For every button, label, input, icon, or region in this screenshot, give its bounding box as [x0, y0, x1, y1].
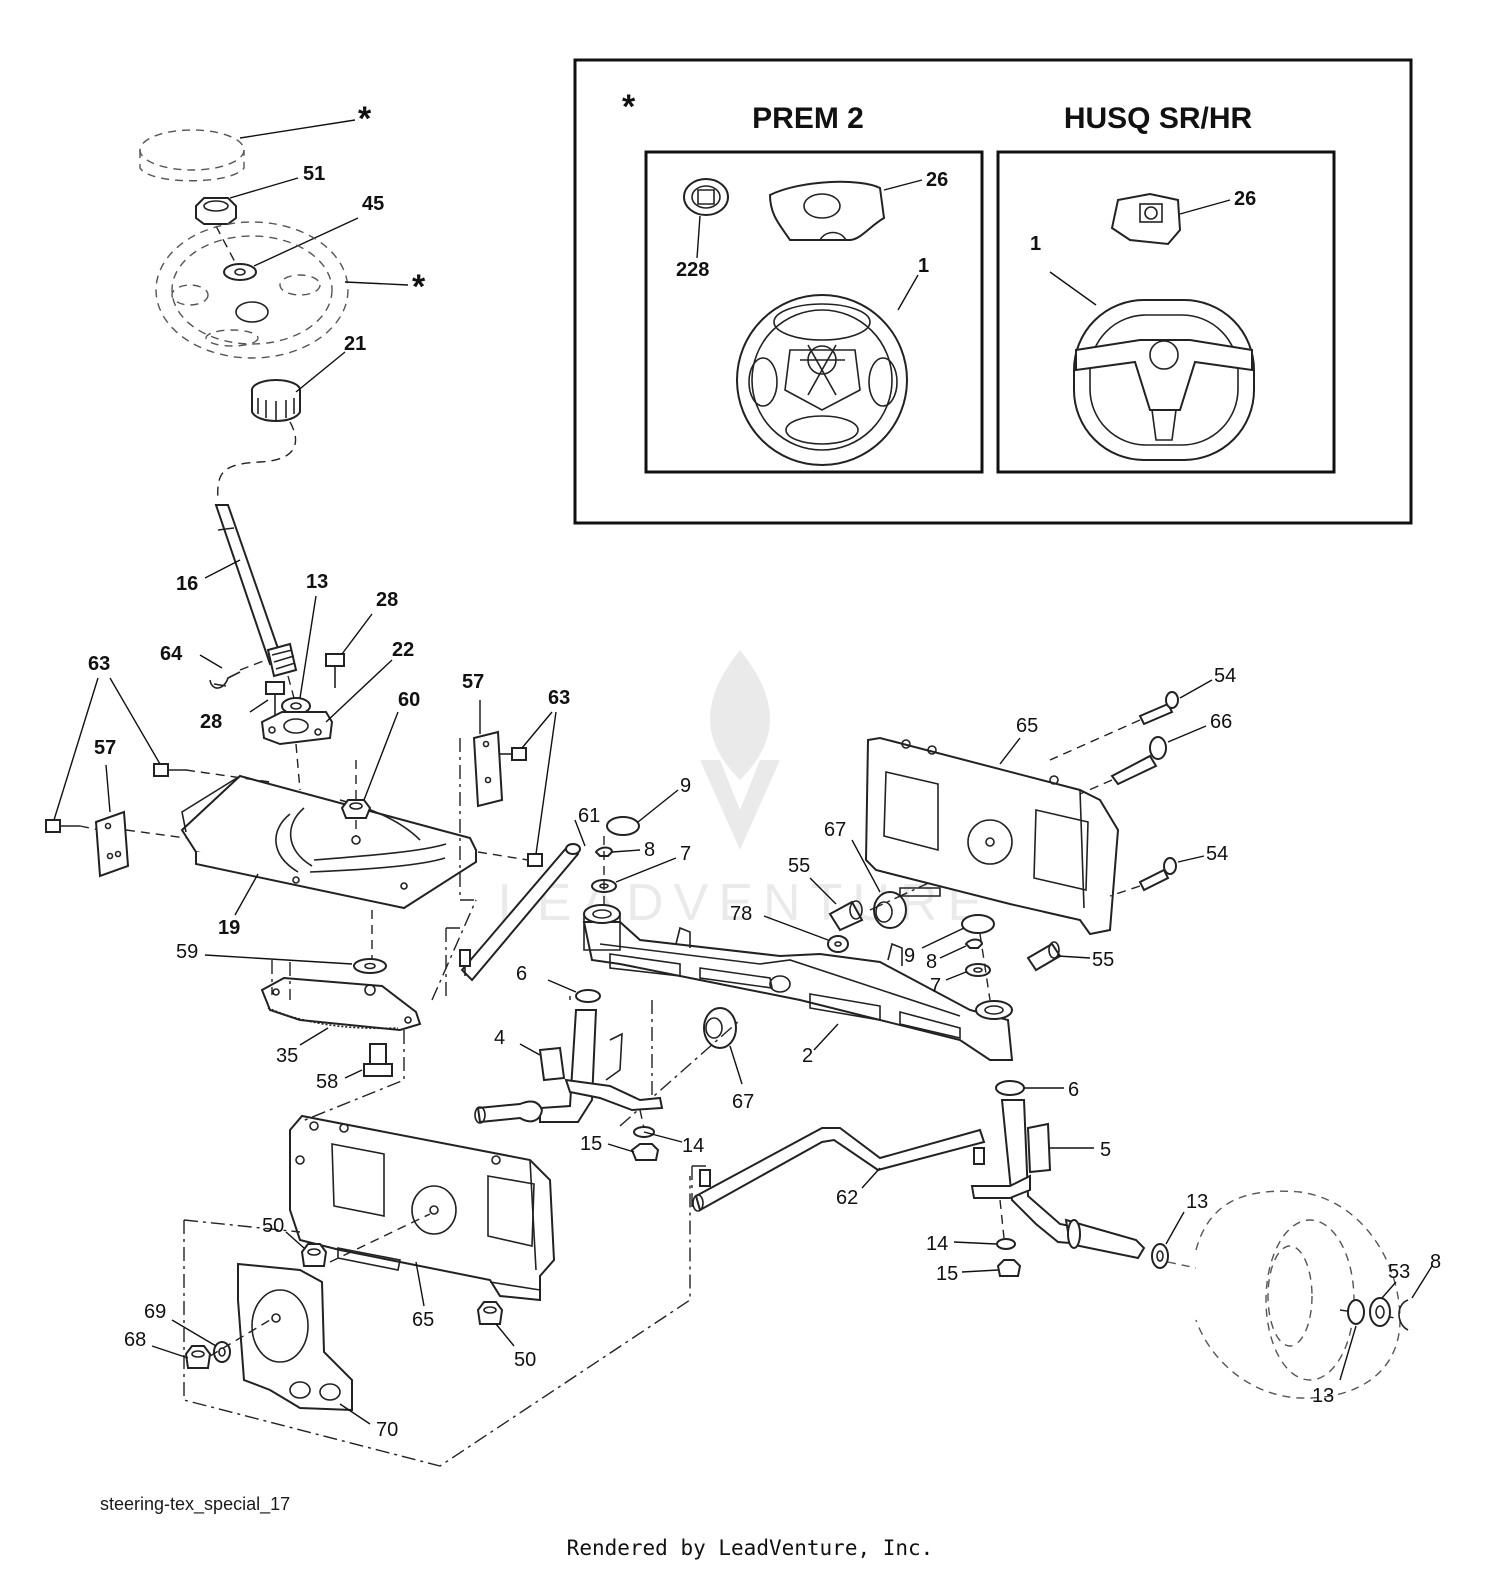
callout-51: 51	[303, 163, 325, 185]
callout-57a: 57	[462, 671, 484, 693]
inset-callout-26b: 26	[1234, 188, 1256, 210]
steering-wheel-prem2	[736, 294, 908, 466]
tie-rod-62	[691, 1127, 986, 1212]
callout-14b: 14	[926, 1233, 948, 1255]
callout-78: 78	[730, 903, 752, 925]
callout-16: 16	[176, 573, 198, 595]
callout-labels: * * 51 45 21 16 13 28 64 22 28 63 57 60 …	[88, 100, 1441, 1441]
callout-13b: 13	[1186, 1191, 1208, 1213]
front-axle-group	[582, 789, 1091, 1127]
callout-64: 64	[160, 643, 183, 665]
callout-8b: 8	[926, 951, 937, 973]
steering-wheel-inset: * PREM 2 HUSQ SR/HR 26 228	[573, 58, 1413, 525]
callout-19: 19	[218, 917, 240, 939]
callout-67b: 67	[732, 1091, 754, 1113]
callout-22: 22	[392, 639, 414, 661]
callout-7b: 7	[930, 975, 941, 997]
callout-35: 35	[276, 1045, 298, 1067]
inset-star: *	[622, 88, 636, 126]
callout-63b: 63	[548, 687, 570, 709]
callout-6b: 6	[1068, 1079, 1079, 1101]
rendered-by-footer: Rendered by LeadVenture, Inc.	[566, 1536, 934, 1560]
callout-50b: 50	[514, 1349, 536, 1371]
callout-15b: 15	[936, 1263, 958, 1285]
inset-callout-1a: 1	[918, 255, 929, 277]
inset-title-prem2: PREM 2	[752, 102, 864, 135]
callout-55b: 55	[1092, 949, 1114, 971]
callout-58: 58	[316, 1071, 338, 1093]
callout-9b: 9	[904, 945, 915, 967]
inset-title-husq: HUSQ SR/HR	[1064, 102, 1253, 135]
callout-63a: 63	[88, 653, 110, 675]
mount-plate-group	[45, 677, 557, 916]
front-wheel-group	[1167, 1190, 1433, 1399]
adjuster-plate-70	[151, 1262, 371, 1425]
callout-14a: 14	[682, 1135, 704, 1157]
steering-column-group	[139, 119, 409, 791]
callout-65b: 65	[412, 1309, 434, 1331]
callout-57b: 57	[94, 737, 116, 759]
callout-65a: 65	[1016, 715, 1038, 737]
callout-54b: 54	[1206, 843, 1228, 865]
steering-wheel-husq	[1073, 299, 1255, 461]
side-plate-left	[285, 1114, 556, 1347]
drag-link-61	[445, 819, 586, 1000]
callout-50a: 50	[262, 1215, 284, 1237]
callout-53: 53	[1388, 1261, 1410, 1283]
callout-54a: 54	[1214, 665, 1236, 687]
callout-21: 21	[344, 333, 366, 355]
callout-70: 70	[376, 1419, 398, 1441]
callout-59: 59	[176, 941, 198, 963]
callout-61: 61	[578, 805, 600, 827]
sector-gear-group	[204, 899, 477, 1079]
callout-15a: 15	[580, 1133, 602, 1155]
inset-callout-228: 228	[676, 259, 709, 281]
callout-60: 60	[398, 689, 420, 711]
callout-7a: 7	[680, 843, 691, 865]
callout-66: 66	[1210, 711, 1232, 733]
callout-8a: 8	[644, 839, 655, 861]
husqvarna-emblem-icon	[683, 178, 729, 216]
callout-28a: 28	[376, 589, 398, 611]
callout-62: 62	[836, 1187, 858, 1209]
hub-cover-prem2	[768, 180, 886, 241]
hub-cover-husq	[1110, 192, 1182, 246]
callout-28b: 28	[200, 711, 222, 733]
callout-9a: 9	[680, 775, 691, 797]
callout-67a: 67	[824, 819, 846, 841]
spindle-left-group	[474, 979, 683, 1161]
callout-13c: 13	[1312, 1385, 1334, 1407]
callout-68: 68	[124, 1329, 146, 1351]
callout-13a: 13	[306, 571, 328, 593]
spindle-right-group	[953, 1080, 1185, 1277]
side-plate-right	[864, 679, 1213, 936]
callout-6a: 6	[516, 963, 527, 985]
callout-8c: 8	[1430, 1251, 1441, 1273]
callout-2: 2	[802, 1045, 813, 1067]
callout-star-wheel: *	[412, 268, 426, 306]
diagram-id-label: steering-tex_special_17	[100, 1494, 291, 1514]
inset-callout-26a: 26	[926, 169, 948, 191]
callout-55a: 55	[788, 855, 810, 877]
callout-5: 5	[1100, 1139, 1111, 1161]
callout-69: 69	[144, 1301, 166, 1323]
callout-4: 4	[494, 1027, 505, 1049]
frame-outline	[183, 1030, 691, 1467]
inset-callout-1b: 1	[1030, 233, 1041, 255]
callout-45: 45	[362, 193, 384, 215]
callout-star-cap: *	[358, 100, 372, 138]
